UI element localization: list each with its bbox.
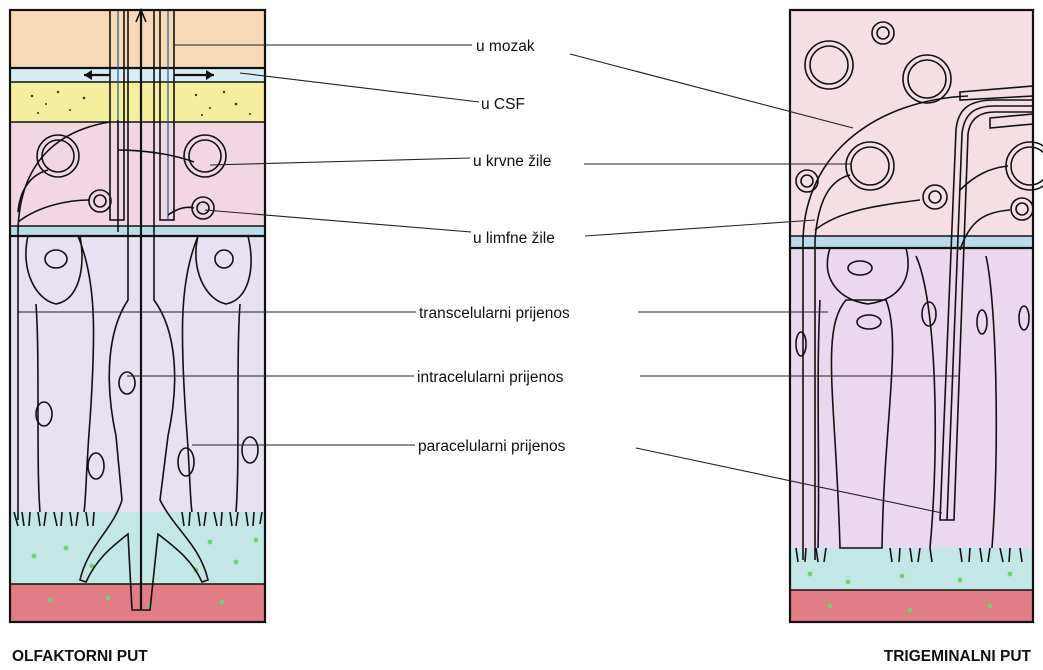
basement-membrane bbox=[790, 236, 1033, 248]
trigeminal-pathway-panel bbox=[790, 10, 1043, 622]
label-to-csf: u CSF bbox=[481, 96, 525, 113]
olfactory-pathway-panel bbox=[10, 10, 265, 622]
label-transcellular: transcelularni prijenos bbox=[419, 305, 570, 322]
cribriform-bone bbox=[10, 82, 265, 122]
title-olfactory-pathway: OLFAKTORNI PUT bbox=[12, 648, 148, 665]
brain-region bbox=[790, 10, 1033, 236]
label-to-brain: u mozak bbox=[476, 38, 535, 55]
submucosa-band bbox=[790, 590, 1033, 622]
basement-membrane bbox=[10, 226, 265, 236]
olfactory-epithelium bbox=[10, 236, 265, 512]
label-paracellular: paracelularni prijenos bbox=[418, 438, 566, 455]
label-to-lymph-vessels: u limfne žile bbox=[473, 230, 555, 247]
label-to-blood-vessels: u krvne žile bbox=[473, 153, 551, 170]
submucosa-band bbox=[10, 584, 265, 622]
csf-band bbox=[10, 68, 265, 82]
mucus-layer bbox=[10, 512, 265, 584]
label-intracellular: intracelularni prijenos bbox=[417, 369, 564, 386]
pathway-labels: u mozak u CSF u krvne žile u limfne žile… bbox=[417, 38, 570, 455]
title-trigeminal-pathway: TRIGEMINALNI PUT bbox=[884, 648, 1032, 665]
